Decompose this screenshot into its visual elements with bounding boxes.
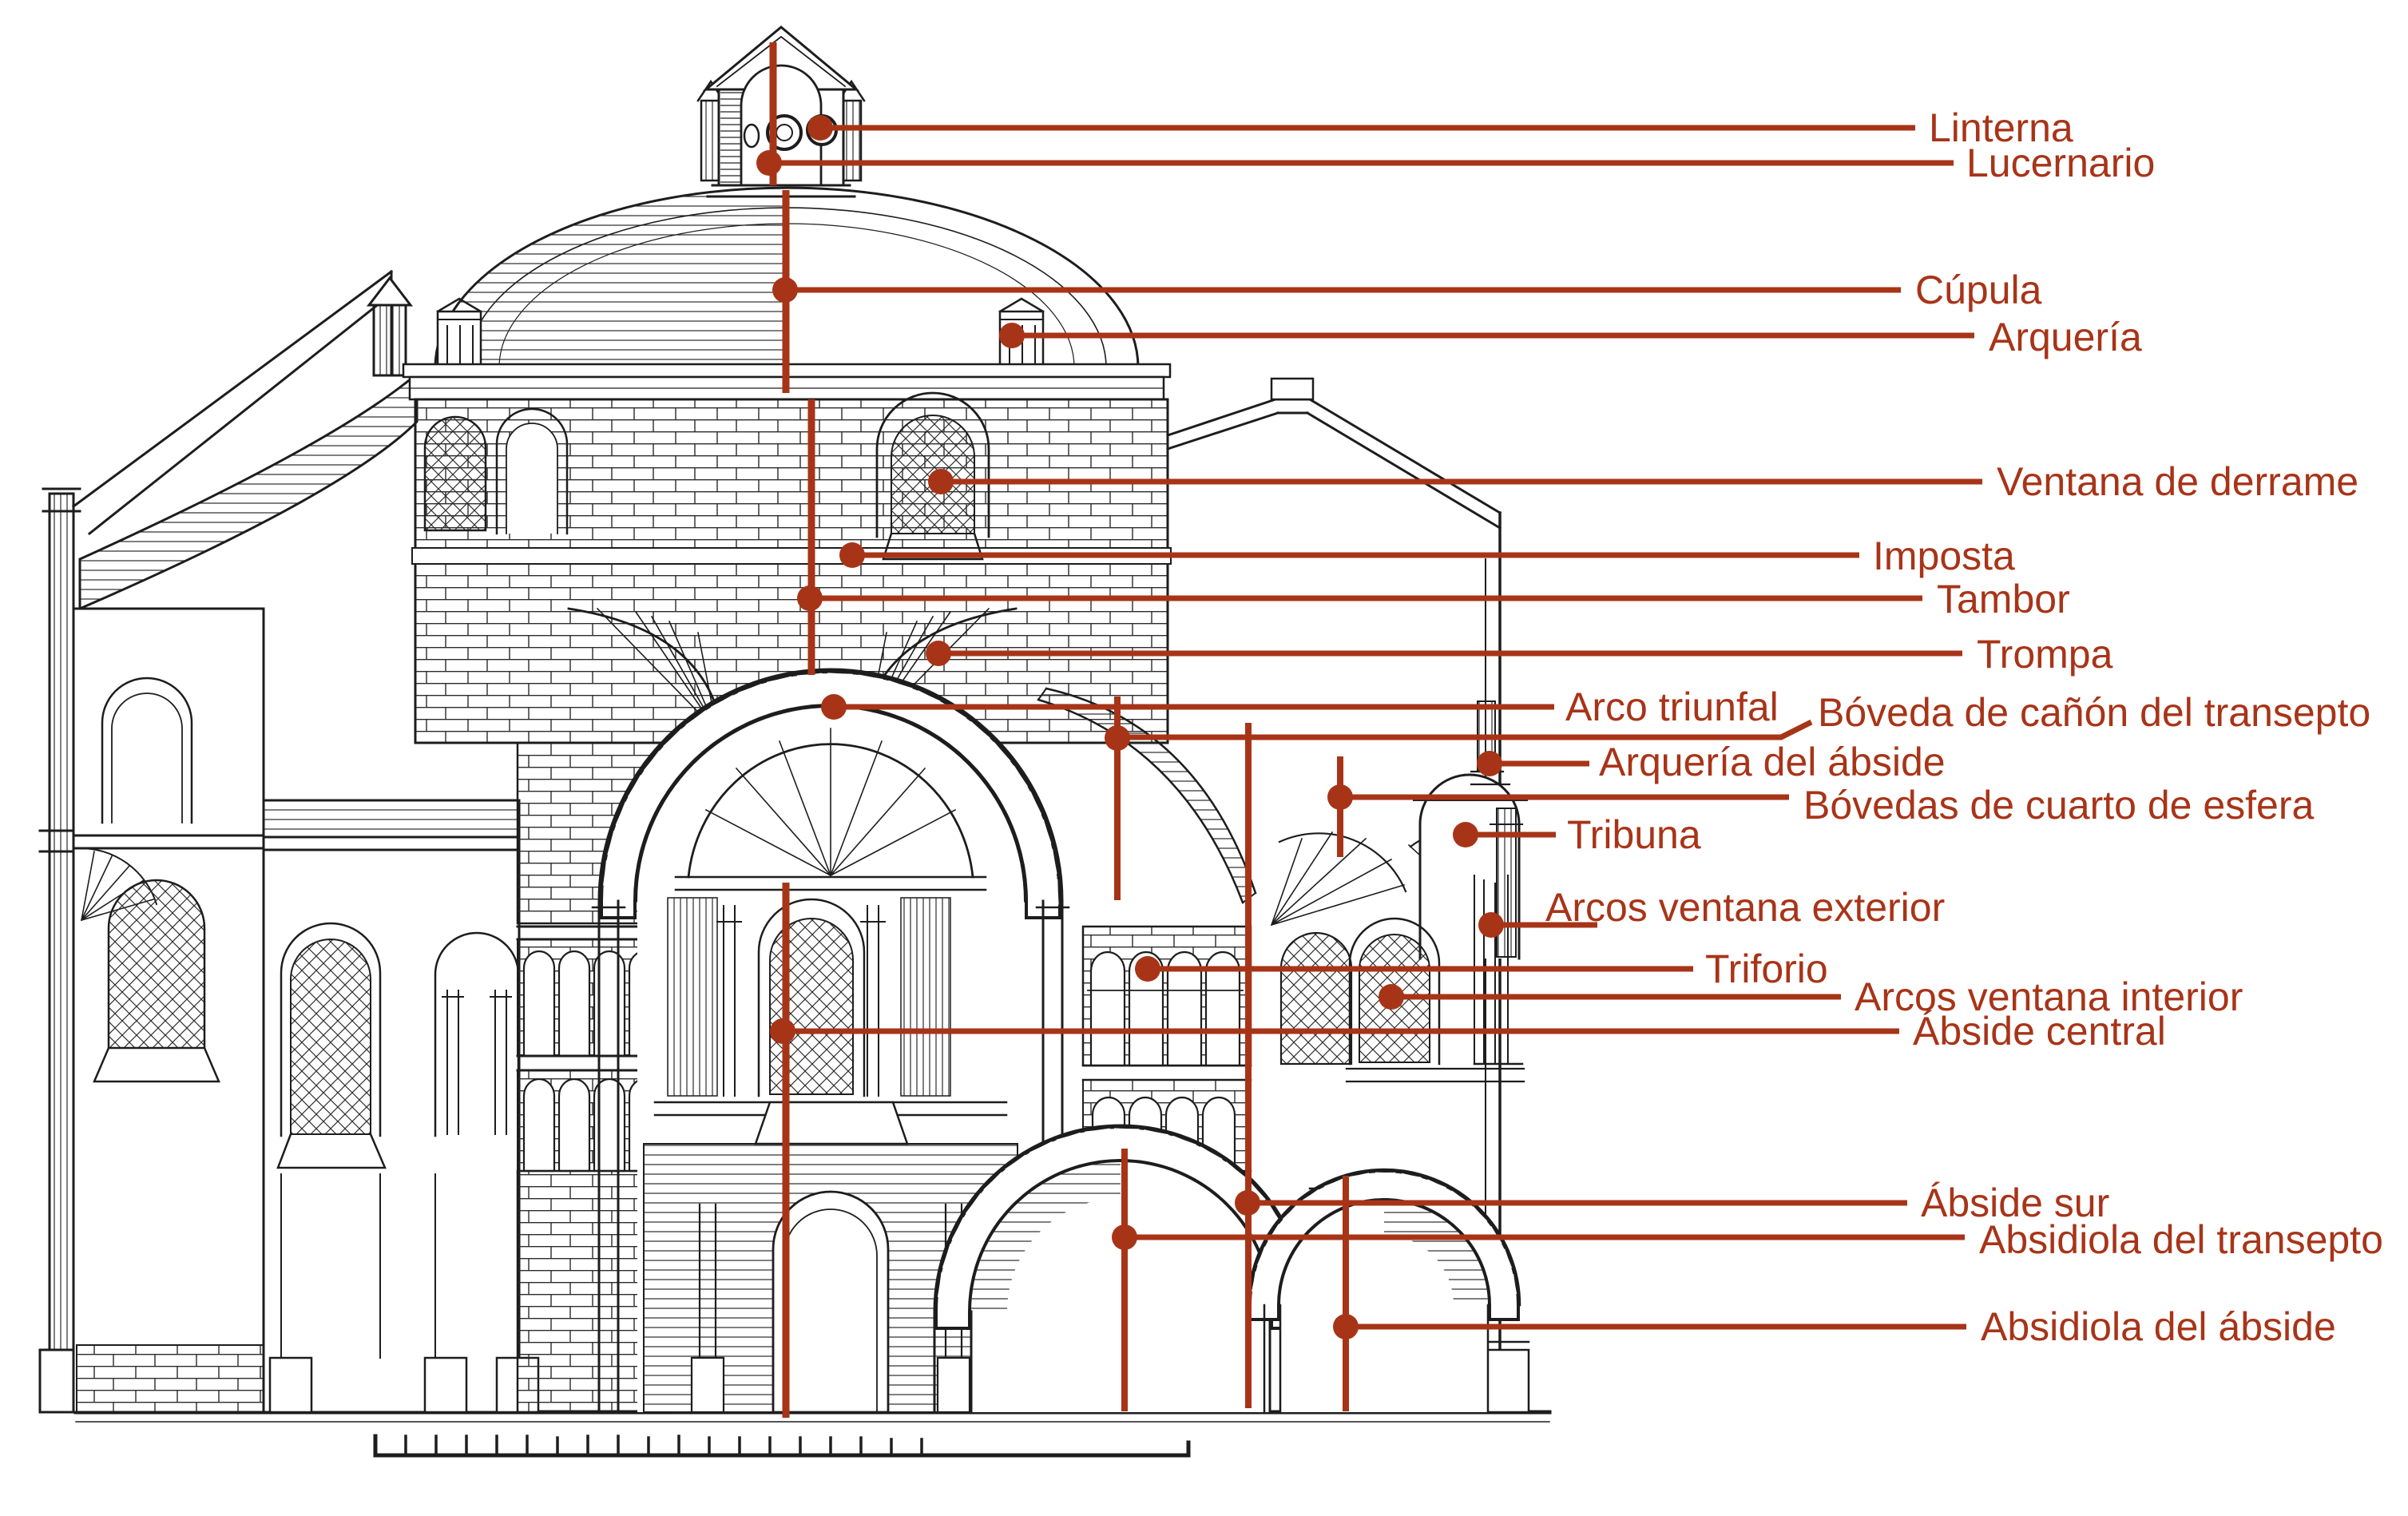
label-imposta: Imposta	[1873, 534, 2015, 578]
label-abside-central: Ábside central	[1913, 1009, 2166, 1054]
label-cupula: Cúpula	[1915, 268, 2042, 312]
label-abside-sur: Ábside sur	[1921, 1181, 2109, 1225]
anchor-dot-arcos-ventana-exterior	[1478, 912, 1504, 938]
anchor-dot-tambor	[797, 585, 823, 611]
anchor-dot-imposta	[839, 542, 865, 568]
anchor-dot-trompa	[926, 641, 951, 666]
anchor-dot-tribuna	[1453, 822, 1478, 847]
label-absidiola-transepto: Absidiola del transepto	[1979, 1217, 2383, 1262]
label-ventana-derrame: Ventana de derrame	[1997, 459, 2358, 504]
anchor-dot-abside-sur	[1235, 1190, 1260, 1216]
anchor-dot-linterna	[807, 115, 833, 141]
label-absidiola-abside: Absidiola del ábside	[1981, 1304, 2336, 1349]
anchor-dot-absidiola-transepto	[1112, 1224, 1137, 1250]
anchor-dot-lucernario	[756, 150, 782, 176]
left-tribune-block	[262, 799, 540, 1414]
anchor-dot-ventana-derrame	[928, 469, 954, 494]
dome-aedicule-left	[436, 297, 482, 371]
label-boveda-canon-transepto: Bóveda de cañón del transepto	[1818, 690, 2370, 735]
label-triforio: Triforio	[1705, 947, 1828, 991]
label-bovedas-cuarto-esfera: Bóvedas de cuarto de esfera	[1803, 783, 2314, 827]
anchor-dot-arqueria-abside	[1477, 751, 1502, 776]
nave-vault-band	[78, 371, 419, 611]
label-trompa: Trompa	[1977, 632, 2113, 677]
anchor-dot-cupula	[772, 277, 798, 303]
label-linterna: Linterna	[1929, 105, 2073, 150]
anchor-dot-bovedas-cuarto-esfera	[1327, 784, 1353, 810]
lantern	[696, 26, 866, 198]
label-arqueria-abside: Arquería del ábside	[1599, 740, 1946, 784]
engraving-church-section	[38, 26, 1552, 1458]
anchor-dot-arcos-ventana-interior	[1379, 984, 1404, 1010]
anchor-dot-triforio	[1135, 956, 1160, 982]
label-arcos-ventana-exterior: Arcos ventana exterior	[1545, 885, 1945, 930]
anchor-dot-boveda-canon-transepto	[1105, 725, 1130, 751]
right-roof	[1166, 377, 1502, 530]
anchor-dot-arqueria	[999, 323, 1025, 348]
label-arcos-ventana-interior: Arcos ventana interior	[1855, 974, 2243, 1019]
left-roof-slope	[71, 269, 414, 536]
label-tambor: Tambor	[1937, 577, 2070, 621]
left-aisle-wall	[72, 607, 265, 1414]
drum	[411, 391, 1172, 744]
anchor-dot-absidiola-abside	[1333, 1314, 1359, 1339]
label-tribuna: Tribuna	[1567, 812, 1701, 857]
label-lucernario: Lucernario	[1966, 141, 2155, 185]
leader-line-boveda-canon-transepto	[1117, 719, 1813, 740]
label-arco-triunfal: Arco triunfal	[1565, 685, 1779, 729]
annotation-layer: LinternaLucernarioCúpulaArqueríaVentana …	[756, 42, 2383, 1418]
anchor-dot-abside-central	[770, 1018, 795, 1044]
label-arqueria: Arquería	[1989, 315, 2142, 359]
scale-bar	[373, 1434, 1191, 1458]
anchor-dot-arco-triunfal	[821, 694, 847, 720]
absidiole-arch	[1247, 1168, 1521, 1414]
